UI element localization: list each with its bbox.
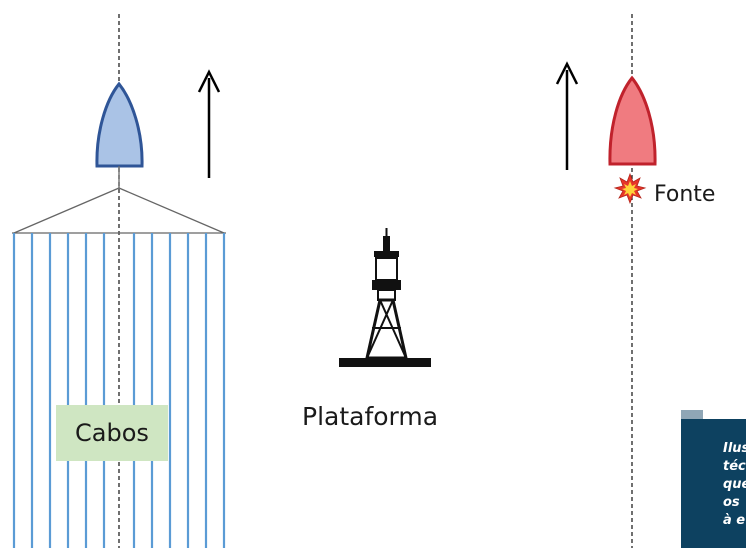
spread-left-line bbox=[13, 187, 120, 234]
heading-arrow-icon bbox=[197, 69, 221, 178]
streamer-vessel-icon bbox=[95, 81, 144, 168]
oil-rig-icon bbox=[339, 228, 431, 367]
caption-corner bbox=[681, 410, 703, 419]
heading-arrow-icon bbox=[555, 61, 579, 170]
spread-right-line bbox=[118, 187, 225, 234]
cables-label: Cabos bbox=[56, 405, 168, 461]
source-vessel-icon bbox=[608, 75, 657, 166]
platform-label: Plataforma bbox=[302, 402, 439, 431]
explosion-burst-icon bbox=[613, 172, 647, 205]
caption-text: Ilus técn que os à e bbox=[723, 441, 746, 528]
caption-box: Ilus técn que os à e bbox=[681, 410, 746, 548]
source-label: Fonte bbox=[654, 182, 716, 207]
streamer-cables bbox=[12, 233, 226, 548]
caption-notch bbox=[703, 410, 746, 419]
